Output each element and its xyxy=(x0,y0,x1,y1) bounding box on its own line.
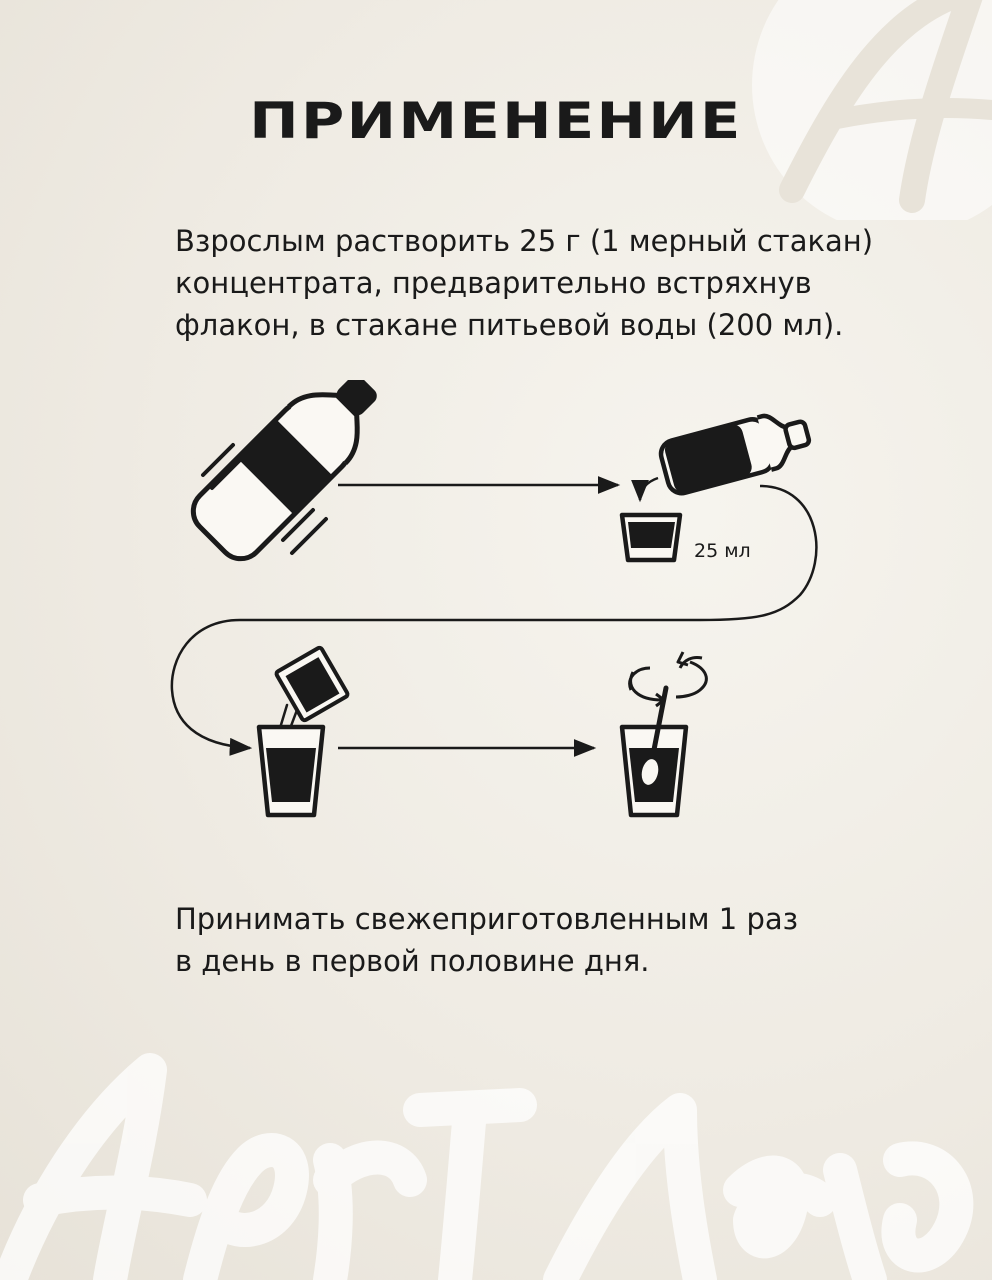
pour-into-glass-icon xyxy=(256,645,350,818)
logo-watermark-icon xyxy=(752,0,992,220)
page-title: ПРИМЕНЕНИЕ xyxy=(249,92,743,150)
shake-bottle-icon xyxy=(190,380,377,562)
pour-into-measuring-cup-icon: 25 мл xyxy=(619,413,812,563)
instruction-line: Взрослым растворить 25 г (1 мерный стака… xyxy=(175,224,874,258)
dosage-line: Принимать свежеприготовленным 1 раз xyxy=(175,902,799,936)
stir-glass-icon xyxy=(619,651,708,818)
instruction-text: Взрослым растворить 25 г (1 мерный стака… xyxy=(175,220,895,346)
instruction-line: концентрата, предварительно встряхнув xyxy=(175,266,812,300)
preparation-diagram: 25 мл xyxy=(170,380,818,818)
dosage-text: Принимать свежеприготовленным 1 раз в де… xyxy=(175,898,895,982)
brand-watermark-icon xyxy=(0,1053,974,1280)
instruction-line: флакон, в стакане питьевой воды (200 мл)… xyxy=(175,308,844,342)
measure-label: 25 мл xyxy=(694,540,751,562)
flow-connector xyxy=(170,484,818,756)
dosage-line: в день в первой половине дня. xyxy=(175,944,650,978)
